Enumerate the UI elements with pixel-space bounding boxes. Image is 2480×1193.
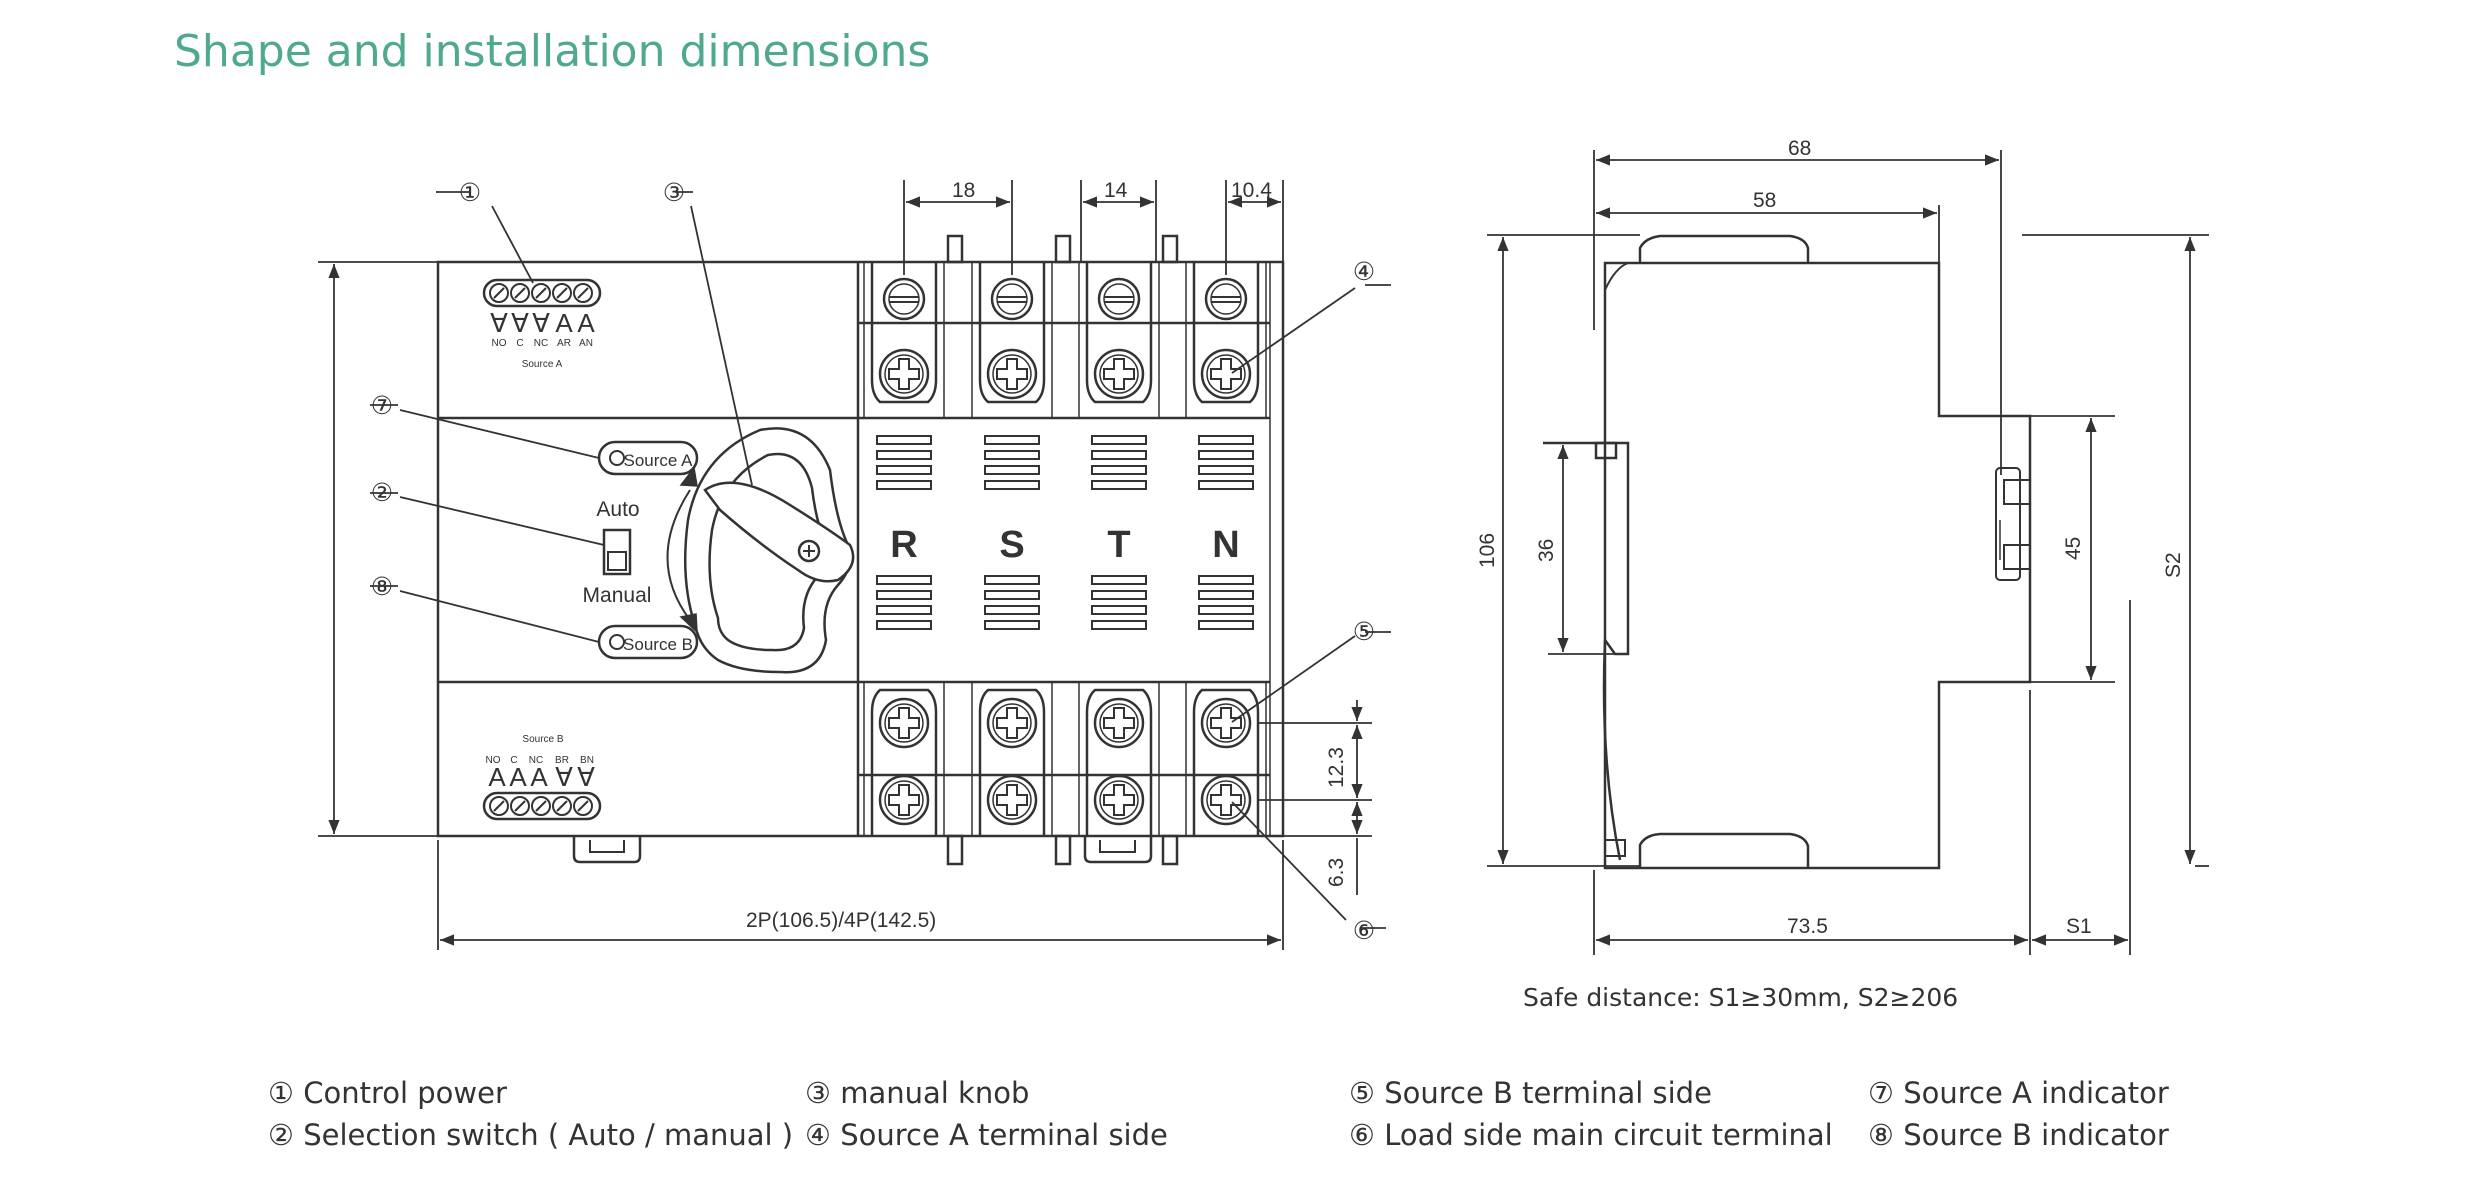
legend-item: ④ Source A terminal side xyxy=(805,1118,1168,1152)
side-dimensions xyxy=(1487,150,2209,955)
manual-label: Manual xyxy=(583,584,652,607)
svg-text:BN: BN xyxy=(580,755,594,766)
front-dimension-labels: 18 14 10.4 2P(106.5)/4P(142.5) 12.3 6.3 xyxy=(746,179,1348,932)
svg-text:∀: ∀ xyxy=(532,308,550,338)
legend: ① Control power ② Selection switch ( Aut… xyxy=(0,1068,2480,1178)
svg-text:S2: S2 xyxy=(2162,552,2185,578)
selection-switch: Auto Manual xyxy=(583,498,652,607)
side-view xyxy=(1543,234,2032,870)
svg-text:∀: ∀ xyxy=(555,762,573,792)
page-title: Shape and installation dimensions xyxy=(174,26,931,77)
svg-text:A: A xyxy=(555,308,573,338)
svg-text:C: C xyxy=(510,755,517,766)
auto-label: Auto xyxy=(596,498,639,521)
phase-s: S xyxy=(999,524,1024,566)
svg-text:6.3: 6.3 xyxy=(1325,858,1348,887)
manual-knob xyxy=(666,427,855,674)
svg-text:⑧: ⑧ xyxy=(371,573,393,601)
svg-text:∀: ∀ xyxy=(577,762,595,792)
svg-text:A: A xyxy=(488,762,506,792)
svg-text:NC: NC xyxy=(529,755,543,766)
svg-text:73.5: 73.5 xyxy=(1787,915,1828,938)
source-a-indicator: Source A xyxy=(597,440,699,476)
dimension-drawing: R S T N ∀ ∀ ∀ A A NO C NC AR AN Source A… xyxy=(318,137,2209,1012)
svg-text:S1: S1 xyxy=(2066,915,2092,938)
front-dimensions xyxy=(318,180,1372,950)
source-a-caption: Source A xyxy=(522,359,563,370)
svg-text:∀: ∀ xyxy=(490,308,508,338)
svg-text:NO: NO xyxy=(492,338,507,349)
svg-text:A: A xyxy=(577,308,595,338)
phase-n: N xyxy=(1212,524,1239,566)
svg-text:A: A xyxy=(530,762,548,792)
side-dimension-labels: 68 58 106 36 45 S2 73.5 S1 xyxy=(1476,137,2185,938)
vent-grilles xyxy=(876,435,1254,630)
svg-text:∀: ∀ xyxy=(511,308,529,338)
legend-item: ⑥ Load side main circuit terminal xyxy=(1349,1118,1833,1152)
svg-text:Source B: Source B xyxy=(623,635,693,654)
svg-text:Source A: Source A xyxy=(624,451,694,470)
svg-text:④: ④ xyxy=(1353,258,1375,286)
svg-text:③: ③ xyxy=(663,179,685,207)
svg-text:106: 106 xyxy=(1476,533,1499,568)
callout-leaders xyxy=(370,191,1391,929)
safe-distance-note: Safe distance: S1≥30mm, S2≥206 xyxy=(1523,983,1958,1012)
svg-text:②: ② xyxy=(371,479,393,507)
svg-text:AN: AN xyxy=(579,338,593,349)
terminal-block-bottom xyxy=(863,682,1267,836)
legend-item: ② Selection switch ( Auto / manual ) xyxy=(268,1118,794,1152)
svg-text:①: ① xyxy=(459,179,481,207)
legend-item: ③ manual knob xyxy=(805,1076,1030,1110)
svg-text:36: 36 xyxy=(1535,539,1558,562)
svg-text:C: C xyxy=(516,338,523,349)
callout-numbers: ① ③ ④ ⑦ ② ⑧ ⑤ ⑥ xyxy=(371,179,1375,945)
source-b-indicator: Source B xyxy=(597,624,699,660)
svg-text:AR: AR xyxy=(557,338,571,349)
phase-t: T xyxy=(1107,524,1130,566)
svg-text:2P(106.5)/4P(142.5): 2P(106.5)/4P(142.5) xyxy=(746,909,936,932)
phase-r: R xyxy=(890,524,917,566)
svg-text:45: 45 xyxy=(2062,537,2085,560)
svg-text:⑦: ⑦ xyxy=(371,392,393,420)
terminal-block-top xyxy=(863,262,1267,418)
svg-text:14: 14 xyxy=(1104,179,1128,202)
legend-item: ⑦ Source A indicator xyxy=(1868,1076,2169,1110)
svg-text:⑥: ⑥ xyxy=(1353,917,1375,945)
svg-text:12.3: 12.3 xyxy=(1325,747,1348,788)
control-terminal-top: ∀ ∀ ∀ A A NO C NC AR AN Source A xyxy=(482,278,602,370)
svg-text:58: 58 xyxy=(1753,189,1776,212)
svg-text:18: 18 xyxy=(952,179,975,202)
phase-labels: R S T N xyxy=(890,524,1239,566)
control-terminal-bottom: Source B NO C NC BR BN A A A ∀ ∀ xyxy=(482,734,602,821)
svg-text:⑤: ⑤ xyxy=(1353,618,1375,646)
legend-item: ⑤ Source B terminal side xyxy=(1349,1076,1712,1110)
svg-text:NC: NC xyxy=(534,338,548,349)
front-view xyxy=(436,234,1285,866)
svg-text:NO: NO xyxy=(486,755,501,766)
svg-text:BR: BR xyxy=(555,755,569,766)
legend-item: ① Control power xyxy=(268,1076,507,1110)
svg-text:68: 68 xyxy=(1788,137,1811,160)
svg-text:A: A xyxy=(509,762,527,792)
svg-text:10.4: 10.4 xyxy=(1231,179,1272,202)
legend-item: ⑧ Source B indicator xyxy=(1868,1118,2169,1152)
source-b-caption: Source B xyxy=(522,734,563,745)
